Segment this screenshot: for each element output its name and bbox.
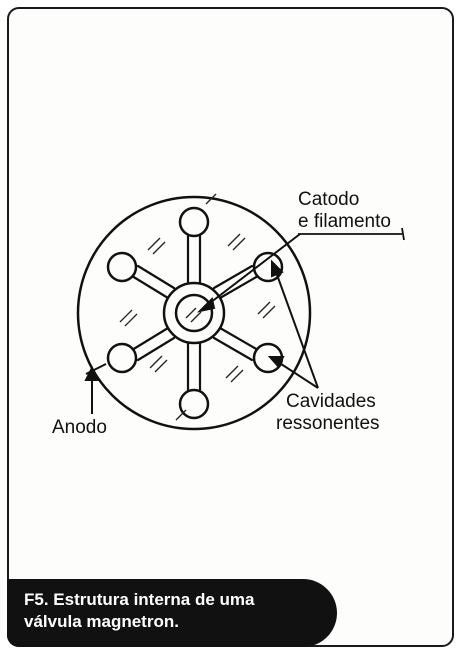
cathode-leader xyxy=(196,233,301,313)
label-anode: Anodo xyxy=(52,417,107,438)
label-cavities-line2: ressonentes xyxy=(276,413,380,434)
label-cathode-line1: Catodo xyxy=(298,189,360,210)
cavity-top xyxy=(178,206,210,238)
cavity-bottom xyxy=(178,388,210,420)
cavity-slots xyxy=(130,232,260,394)
caption-line1: F5. Estrutura interna de uma xyxy=(24,590,255,609)
figure-caption: F5. Estrutura interna de uma válvula mag… xyxy=(24,589,324,633)
label-cavities-line1: Cavidades xyxy=(286,391,376,412)
label-cathode-line2: e filamento xyxy=(298,211,391,232)
cavity-upper-left xyxy=(106,251,138,283)
caption-line2: válvula magnetron. xyxy=(24,612,179,631)
resonant-cavities xyxy=(106,206,284,420)
caption-box: F5. Estrutura interna de uma válvula mag… xyxy=(7,579,337,647)
cavities-leader xyxy=(267,259,319,389)
anode-block xyxy=(76,195,312,431)
figure-frame xyxy=(7,7,454,647)
hatching xyxy=(119,193,276,421)
cathode-underline-tick xyxy=(401,227,405,241)
interaction-space xyxy=(162,281,226,345)
cathode xyxy=(174,293,214,333)
anode-leader xyxy=(84,363,107,414)
cavity-lower-left xyxy=(106,342,138,374)
